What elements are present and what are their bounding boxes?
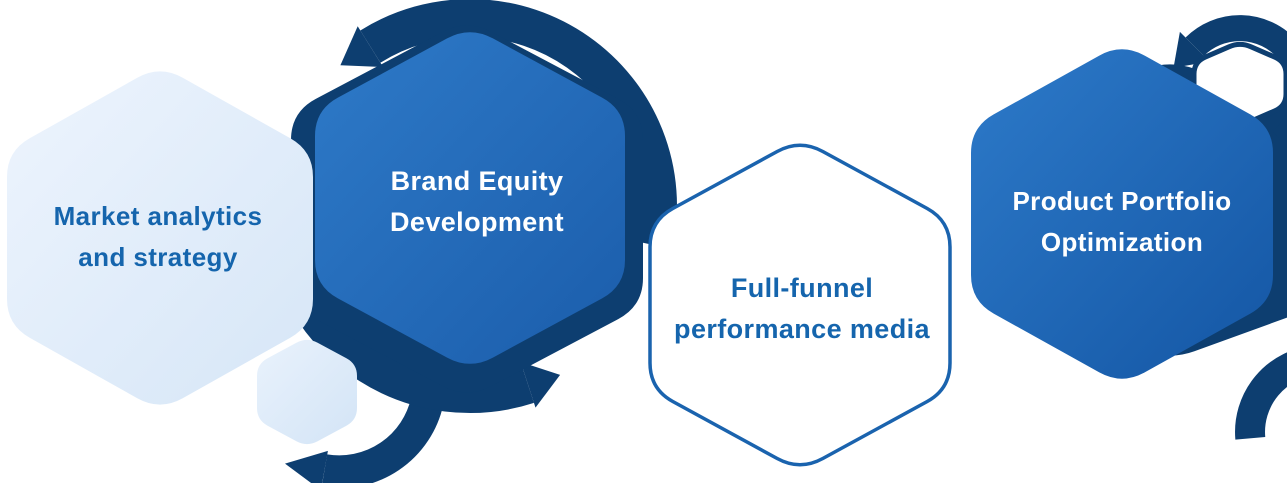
node-label-line: Brand Equity [390,166,564,196]
node-label-line: performance media [674,314,930,344]
cycle-arrow-head-icon [285,450,328,483]
node-label-product-portfolio: Product Portfolio Optimization [967,181,1277,263]
node-label-line: Optimization [1040,227,1204,257]
hexagon-brand-equity [315,32,625,364]
node-label-full-funnel: Full-funnel performance media [647,268,957,350]
node-label-market-analytics: Market analytics and strategy [3,196,313,278]
cycle-arrow-head-icon [520,362,561,408]
hexagon-full-funnel [648,143,952,467]
cycle-arrow-head-icon [340,26,384,67]
node-label-line: Product Portfolio [1012,186,1232,216]
cycle-arrow-icon [1235,352,1287,440]
hexagon-market-analytics [7,71,313,405]
node-label-line: and strategy [78,242,238,272]
hexagon-product-portfolio [971,49,1273,379]
node-label-brand-equity: Brand Equity Development [322,161,632,243]
node-label-line: Development [390,207,564,237]
cycle-arrow-icon [360,0,677,250]
node-label-line: Market analytics [53,201,263,231]
small-hexagon-icon [257,339,357,445]
node-label-line: Full-funnel [730,273,874,303]
